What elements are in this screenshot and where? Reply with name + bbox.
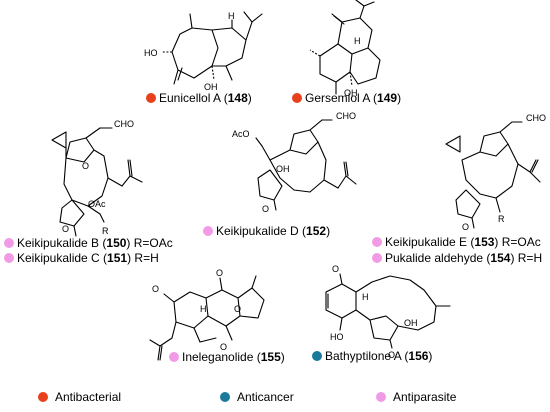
atom-o-156b: O [388,350,395,360]
atom-o-150b: O [62,224,69,234]
atom-h-149: H [354,36,361,46]
svg-text:Keikipukalide D (152): Keikipukalide D (152) [216,224,330,238]
atom-ho-156: HO [330,332,344,342]
svg-text:Bathyptilone A (156): Bathyptilone A (156) [325,349,432,363]
activity-dot-152 [203,226,213,236]
atom-r-150: R [102,226,109,236]
atom-h-148: H [228,11,235,21]
activity-dot-150 [4,238,14,248]
activity-dot-154 [372,253,382,263]
atom-o-150: O [82,161,89,171]
svg-text:Keikipukalide B (150) R=OAc: Keikipukalide B (150) R=OAc [17,236,173,250]
svg-text:Ineleganolide (155): Ineleganolide (155) [182,350,285,364]
structure-153-154: CHO O R [445,113,546,232]
label-150: Keikipukalide B (150) R=OAc [4,236,173,250]
structure-148: H HO OH [144,11,263,92]
atom-r-153: R [498,214,505,224]
activity-dot-155 [169,352,179,362]
atom-h-156: H [362,292,369,302]
structure-150-151: CHO O OAc O R [51,119,143,237]
atom-oh-149: OH [344,88,358,98]
legend-dot-antiparasite [376,392,386,402]
legend: Antibacterial Anticancer Antiparasite [38,390,457,404]
activity-dot-156 [312,351,322,361]
atom-o-152: O [262,204,269,214]
structure-149: H OH [309,0,381,98]
label-149: Gersemiol A (149) [292,91,401,105]
structure-155: O O H O O [149,268,265,361]
atom-h-155: H [200,304,207,314]
atom-aco-152: AcO [232,129,250,139]
legend-dot-anticancer [220,392,230,402]
legend-label-anticancer: Anticancer [237,390,294,404]
atom-oh-156: OH [404,318,418,328]
activity-dot-153 [372,237,382,247]
label-148: Eunicellol A (148) [146,91,252,105]
legend-item-antiparasite: Antiparasite [376,390,457,404]
atom-oac-150: OAc [88,199,106,209]
legend-item-antibacterial: Antibacterial [38,390,121,404]
activity-dot-148 [146,93,156,103]
atom-oh-148: OH [204,82,218,92]
label-153: Keikipukalide E (153) R=OAc [372,235,541,249]
atom-o-155d: O [234,304,241,314]
atom-oh-152: OH [276,164,290,174]
atom-o-155b: O [216,268,223,278]
atom-o-156: O [332,264,339,274]
legend-item-anticancer: Anticancer [220,390,294,404]
label-156: Bathyptilone A (156) [312,349,432,363]
svg-text:Eunicellol A (148): Eunicellol A (148) [159,91,252,105]
svg-text:Keikipukalide E (153) R=OAc: Keikipukalide E (153) R=OAc [385,235,541,249]
structure-156: O HO OH O H [325,264,451,360]
atom-o-155c: O [220,342,227,352]
label-155: Ineleganolide (155) [169,350,285,364]
legend-label-antibacterial: Antibacterial [55,390,121,404]
atom-cho-152: CHO [336,111,356,121]
structure-152: CHO AcO OH O [232,111,357,214]
label-151: Keikipukalide C (151) R=H [4,251,159,265]
atom-o-155: O [152,284,159,294]
atom-o-153: O [462,222,469,232]
svg-text:Keikipukalide C (151) R=H: Keikipukalide C (151) R=H [17,251,159,265]
activity-dot-151 [4,253,14,263]
svg-text:Gersemiol A (149): Gersemiol A (149) [305,91,401,105]
svg-text:Pukalide aldehyde (154) R=H: Pukalide aldehyde (154) R=H [385,251,542,265]
atom-ho-148: HO [144,48,158,58]
atom-cho-150: CHO [114,119,134,129]
label-152: Keikipukalide D (152) [203,224,330,238]
label-154: Pukalide aldehyde (154) R=H [372,251,542,265]
atom-cho-153: CHO [526,113,546,123]
legend-dot-antibacterial [38,392,48,402]
activity-dot-149 [292,93,302,103]
legend-label-antiparasite: Antiparasite [393,390,457,404]
